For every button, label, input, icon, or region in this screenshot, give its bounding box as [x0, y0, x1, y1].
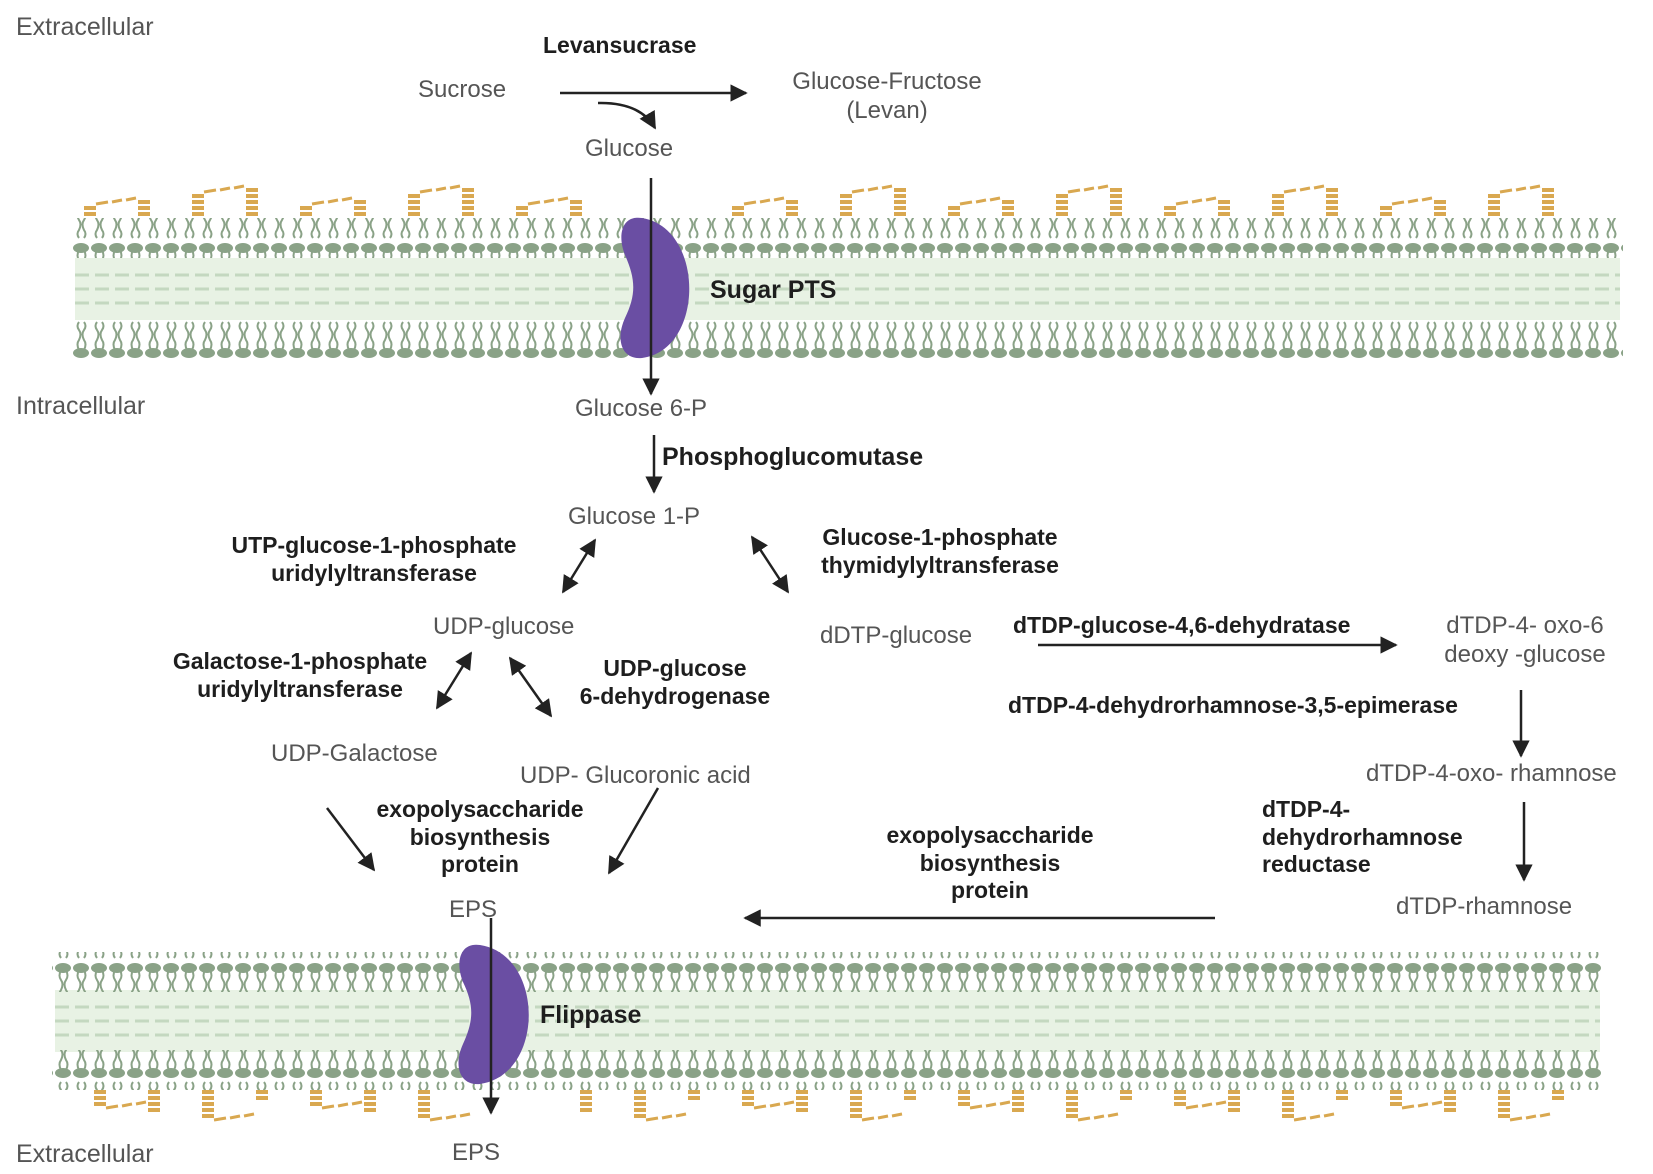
- glycan-chain: [94, 1090, 147, 1110]
- arrow-sucrose-to-glucose: [597, 101, 657, 130]
- metabolite-udp-glucoronic-acid: UDP- Glucoronic acid: [520, 762, 751, 789]
- glycan-chain: [850, 1090, 903, 1122]
- glycan-chain: [1434, 200, 1446, 216]
- glycan-chains-bottom: [94, 1090, 1564, 1122]
- glycan-chain: [1336, 1090, 1348, 1100]
- glycan-chain: [1174, 1090, 1227, 1110]
- glycan-chain: [1272, 184, 1325, 216]
- glycan-chain: [1282, 1090, 1335, 1122]
- glycan-chain: [84, 196, 137, 216]
- metabolite-dtdp-rhamnose: dTDP-rhamnose: [1396, 893, 1573, 920]
- sugar-pts-transporter-icon: [620, 217, 690, 359]
- metabolite-eps-extracellular: EPS: [452, 1139, 501, 1166]
- glycan-chain: [1552, 1090, 1564, 1100]
- glycan-chain: [246, 188, 258, 216]
- glycan-chain: [148, 1090, 160, 1112]
- glycan-chain: [1380, 196, 1433, 216]
- glycan-chain: [894, 188, 906, 216]
- glycan-chain: [1066, 1090, 1119, 1122]
- glycan-chain: [1218, 200, 1230, 216]
- glycan-chain: [516, 196, 569, 216]
- arrow-glucose1p-udpglucose: [561, 538, 597, 594]
- metabolite-sucrose: Sucrose: [418, 76, 507, 103]
- glycan-chain: [580, 1090, 592, 1112]
- enzyme-galactose-1-phosphate-uridylyltransferase: Galactose-1-phosphate uridylyltransferas…: [172, 648, 428, 702]
- glycan-chain: [1326, 188, 1338, 216]
- glycan-chain: [1488, 184, 1541, 216]
- metabolite-glucose-fructose-levan: Glucose-Fructose (Levan): [792, 68, 982, 124]
- glycan-chain: [796, 1090, 808, 1112]
- glycan-chain: [786, 200, 798, 216]
- glycan-chain: [202, 1090, 255, 1122]
- glycan-chain: [1120, 1090, 1132, 1100]
- metabolite-dtdp-4-oxo-6-deoxy-glucose: dTDP-4- oxo-6 deoxy -glucose: [1444, 612, 1606, 668]
- metabolite-eps-intracellular: EPS: [449, 896, 498, 923]
- glycan-chain: [948, 196, 1001, 216]
- glycan-chain: [1390, 1090, 1443, 1110]
- enzyme-glucose-1-phosphate-thymidylyltransferase: Glucose-1-phosphate thymidylyltransferas…: [821, 524, 1059, 578]
- enzyme-phosphoglucomutase: Phosphoglucomutase: [662, 443, 924, 471]
- glycan-chain: [354, 200, 366, 216]
- glycan-chain: [462, 188, 474, 216]
- glycan-chain: [1444, 1090, 1456, 1112]
- glycan-chains-top: [84, 184, 1554, 216]
- enzyme-flippase: Flippase: [540, 1001, 642, 1029]
- glycan-chain: [310, 1090, 363, 1110]
- glycan-chain: [256, 1090, 268, 1100]
- glycan-chain: [1164, 196, 1217, 216]
- metabolite-glucose-6p: Glucose 6-P: [575, 395, 708, 422]
- metabolite-udp-glucose: UDP-glucose: [433, 613, 575, 640]
- enzyme-utp-glucose-1-phosphate-uridylyltransferase: UTP-glucose-1-phosphate uridylyltransfer…: [231, 532, 517, 586]
- arrow-udpglucose-udpglucoronic: [508, 656, 553, 718]
- glycan-chain: [1012, 1090, 1024, 1112]
- enzyme-dtdp-4-dehydrorhamnose-reductase: dTDP-4- dehydrorhamnose reductase: [1262, 796, 1463, 878]
- arrow-udpglucoronic-to-eps: [607, 787, 660, 875]
- metabolite-ddtp-glucose: dDTP-glucose: [820, 622, 973, 649]
- top-membrane: [72, 184, 1623, 358]
- glycan-chain: [364, 1090, 376, 1112]
- glycan-chain: [634, 1090, 687, 1122]
- bottom-membrane: [52, 952, 1603, 1122]
- glycan-chain: [1002, 200, 1014, 216]
- enzyme-sugar-pts: Sugar PTS: [710, 276, 837, 304]
- glycan-chain: [570, 200, 582, 216]
- glycan-chain: [958, 1090, 1011, 1110]
- glycan-chain: [300, 196, 353, 216]
- glycan-chain: [688, 1090, 700, 1100]
- region-intracellular: Intracellular: [16, 392, 146, 420]
- arrow-udpglucose-udpgalactose: [435, 651, 473, 710]
- metabolite-dtdp-4-oxo-rhamnose: dTDP-4-oxo- rhamnose: [1366, 760, 1617, 787]
- glycan-chain: [408, 184, 461, 216]
- glycan-chain: [1542, 188, 1554, 216]
- metabolite-udp-galactose: UDP-Galactose: [271, 740, 438, 767]
- enzyme-dtdp-glucose-4-6-dehydratase: dTDP-glucose-4,6-dehydratase: [1013, 612, 1351, 638]
- enzyme-dtdp-4-dehydrorhamnose-3-5-epimerase: dTDP-4-dehydrorhamnose-3,5-epimerase: [1008, 692, 1458, 718]
- glycan-chain: [732, 196, 785, 216]
- glycan-chain: [840, 184, 893, 216]
- glycan-chain: [192, 184, 245, 216]
- arrow-udpgalactose-to-eps: [326, 807, 376, 872]
- glycan-chain: [742, 1090, 795, 1110]
- region-extracellular-bottom: Extracellular: [16, 1140, 154, 1168]
- glycan-chain: [1498, 1090, 1551, 1122]
- flippase-transporter-icon: [458, 944, 529, 1085]
- glycan-chain: [1228, 1090, 1240, 1112]
- glycan-chain: [1110, 188, 1122, 216]
- enzyme-exopolysaccharide-biosynthesis-protein-left: exopolysaccharide biosynthesis protein: [376, 796, 584, 878]
- glycan-chain: [418, 1090, 471, 1122]
- region-extracellular-top: Extracellular: [16, 13, 154, 41]
- arrow-glucose1p-ddtpglucose: [750, 535, 790, 594]
- metabolite-glucose: Glucose: [585, 135, 674, 162]
- enzyme-levansucrase: Levansucrase: [543, 32, 697, 58]
- metabolite-glucose-1p: Glucose 1-P: [568, 503, 701, 530]
- arrows: [326, 84, 1533, 1115]
- enzyme-udp-glucose-6-dehydrogenase: UDP-glucose 6-dehydrogenase: [579, 655, 771, 709]
- glycan-chain: [138, 200, 150, 216]
- glycan-chain: [1056, 184, 1109, 216]
- enzyme-exopolysaccharide-biosynthesis-protein-right: exopolysaccharide biosynthesis protein: [886, 822, 1094, 904]
- glycan-chain: [904, 1090, 916, 1100]
